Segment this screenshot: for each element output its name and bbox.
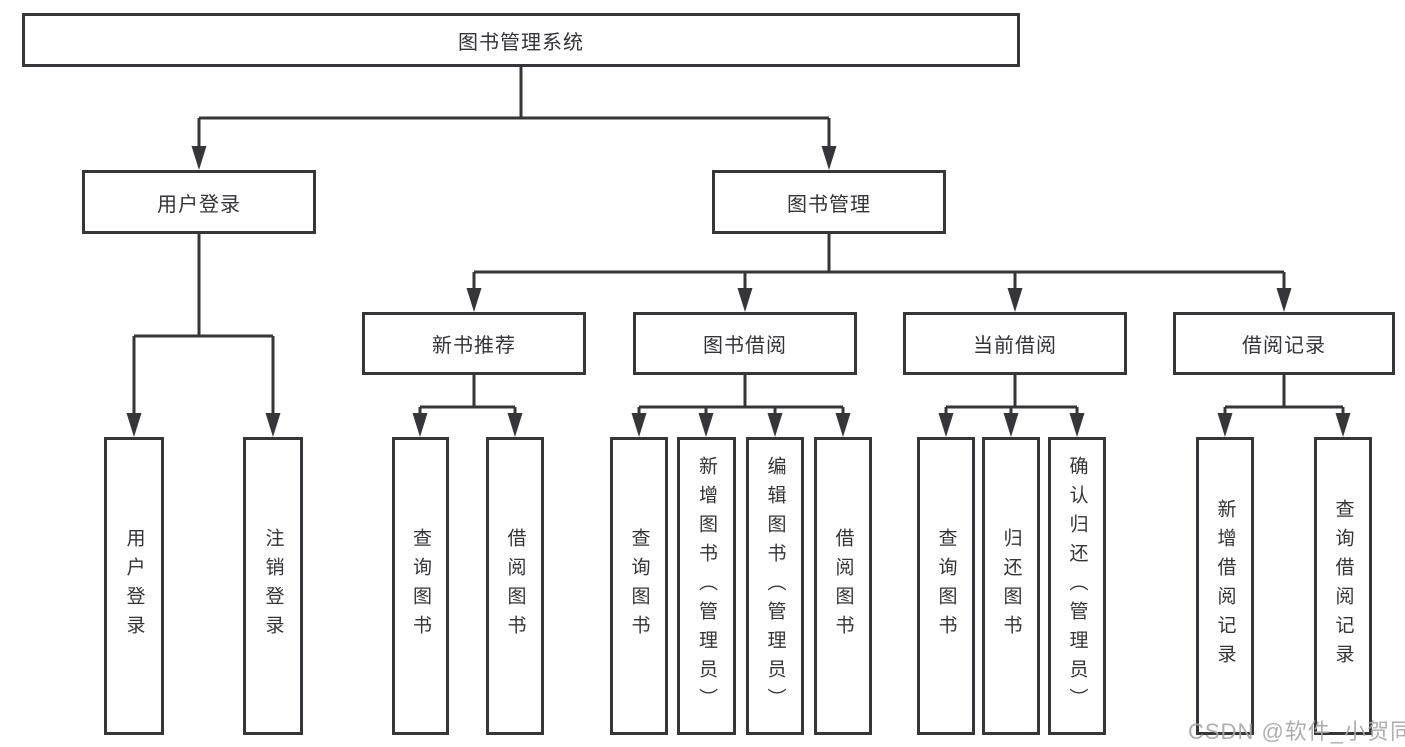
node-label: 借阅图书	[504, 528, 526, 644]
connector-root-to-level2	[191, 67, 837, 170]
node-leaf-add-borrow-record: 新增借阅记录	[1196, 437, 1254, 735]
node-label: 用户登录	[157, 193, 241, 216]
connector-book-borrow-to-leaves	[631, 375, 851, 437]
node-label: 查询借阅记录	[1332, 499, 1354, 673]
node-borrowing-records: 借阅记录	[1173, 312, 1395, 375]
node-label: 编辑图书（管理员）	[764, 455, 786, 717]
node-label: 新书推荐	[432, 335, 516, 357]
node-label: 图书管理	[787, 193, 871, 216]
node-leaf-borrow-books-1: 借阅图书	[486, 437, 544, 735]
connector-user-login-to-leaves	[126, 234, 281, 437]
node-label: 用户登录	[123, 528, 145, 644]
node-book-borrowing: 图书借阅	[633, 312, 857, 375]
node-library-management-system: 图书管理系统	[22, 13, 1020, 67]
node-leaf-user-login: 用户登录	[104, 437, 164, 735]
node-label: 借阅记录	[1242, 335, 1326, 357]
node-label: 新增图书（管理员）	[696, 455, 717, 717]
node-label: 确认归还（管理员）	[1066, 455, 1088, 717]
node-label: 当前借阅	[973, 335, 1057, 357]
node-user-login: 用户登录	[82, 170, 316, 234]
connector-current-borrow-to-leaves	[938, 375, 1085, 437]
node-leaf-edit-books-admin: 编辑图书（管理员）	[746, 437, 804, 735]
node-leaf-query-books-2: 查询图书	[610, 437, 668, 735]
node-label: 新增借阅记录	[1214, 499, 1236, 673]
node-leaf-add-books-admin: 新增图书（管理员）	[677, 437, 736, 735]
node-current-borrowing: 当前借阅	[903, 312, 1127, 375]
node-label: 图书借阅	[703, 335, 787, 357]
node-leaf-logout: 注销登录	[243, 437, 303, 735]
node-leaf-query-books-3: 查询图书	[917, 437, 975, 735]
csdn-watermark: CSDN @软件_小贺同学	[1188, 719, 1405, 744]
node-leaf-query-borrow-record: 查询借阅记录	[1314, 437, 1372, 735]
node-book-management: 图书管理	[712, 170, 946, 234]
node-label: 查询图书	[935, 528, 957, 644]
node-label: 归还图书	[1000, 528, 1022, 644]
node-label: 图书管理系统	[458, 31, 584, 54]
node-leaf-query-books-1: 查询图书	[392, 437, 449, 735]
node-new-book-recommend: 新书推荐	[362, 312, 586, 375]
node-leaf-confirm-return-admin: 确认归还（管理员）	[1048, 437, 1106, 735]
node-label: 注销登录	[262, 528, 284, 644]
node-leaf-return-books: 归还图书	[982, 437, 1040, 735]
connector-new-book-to-leaves	[412, 375, 523, 437]
node-label: 借阅图书	[832, 528, 854, 644]
connector-borrow-records-to-leaves	[1217, 375, 1351, 437]
node-label: 查询图书	[628, 528, 650, 644]
connector-book-mgmt-to-level3	[466, 234, 1292, 312]
node-label: 查询图书	[410, 528, 431, 644]
node-leaf-borrow-books-2: 借阅图书	[814, 437, 872, 735]
